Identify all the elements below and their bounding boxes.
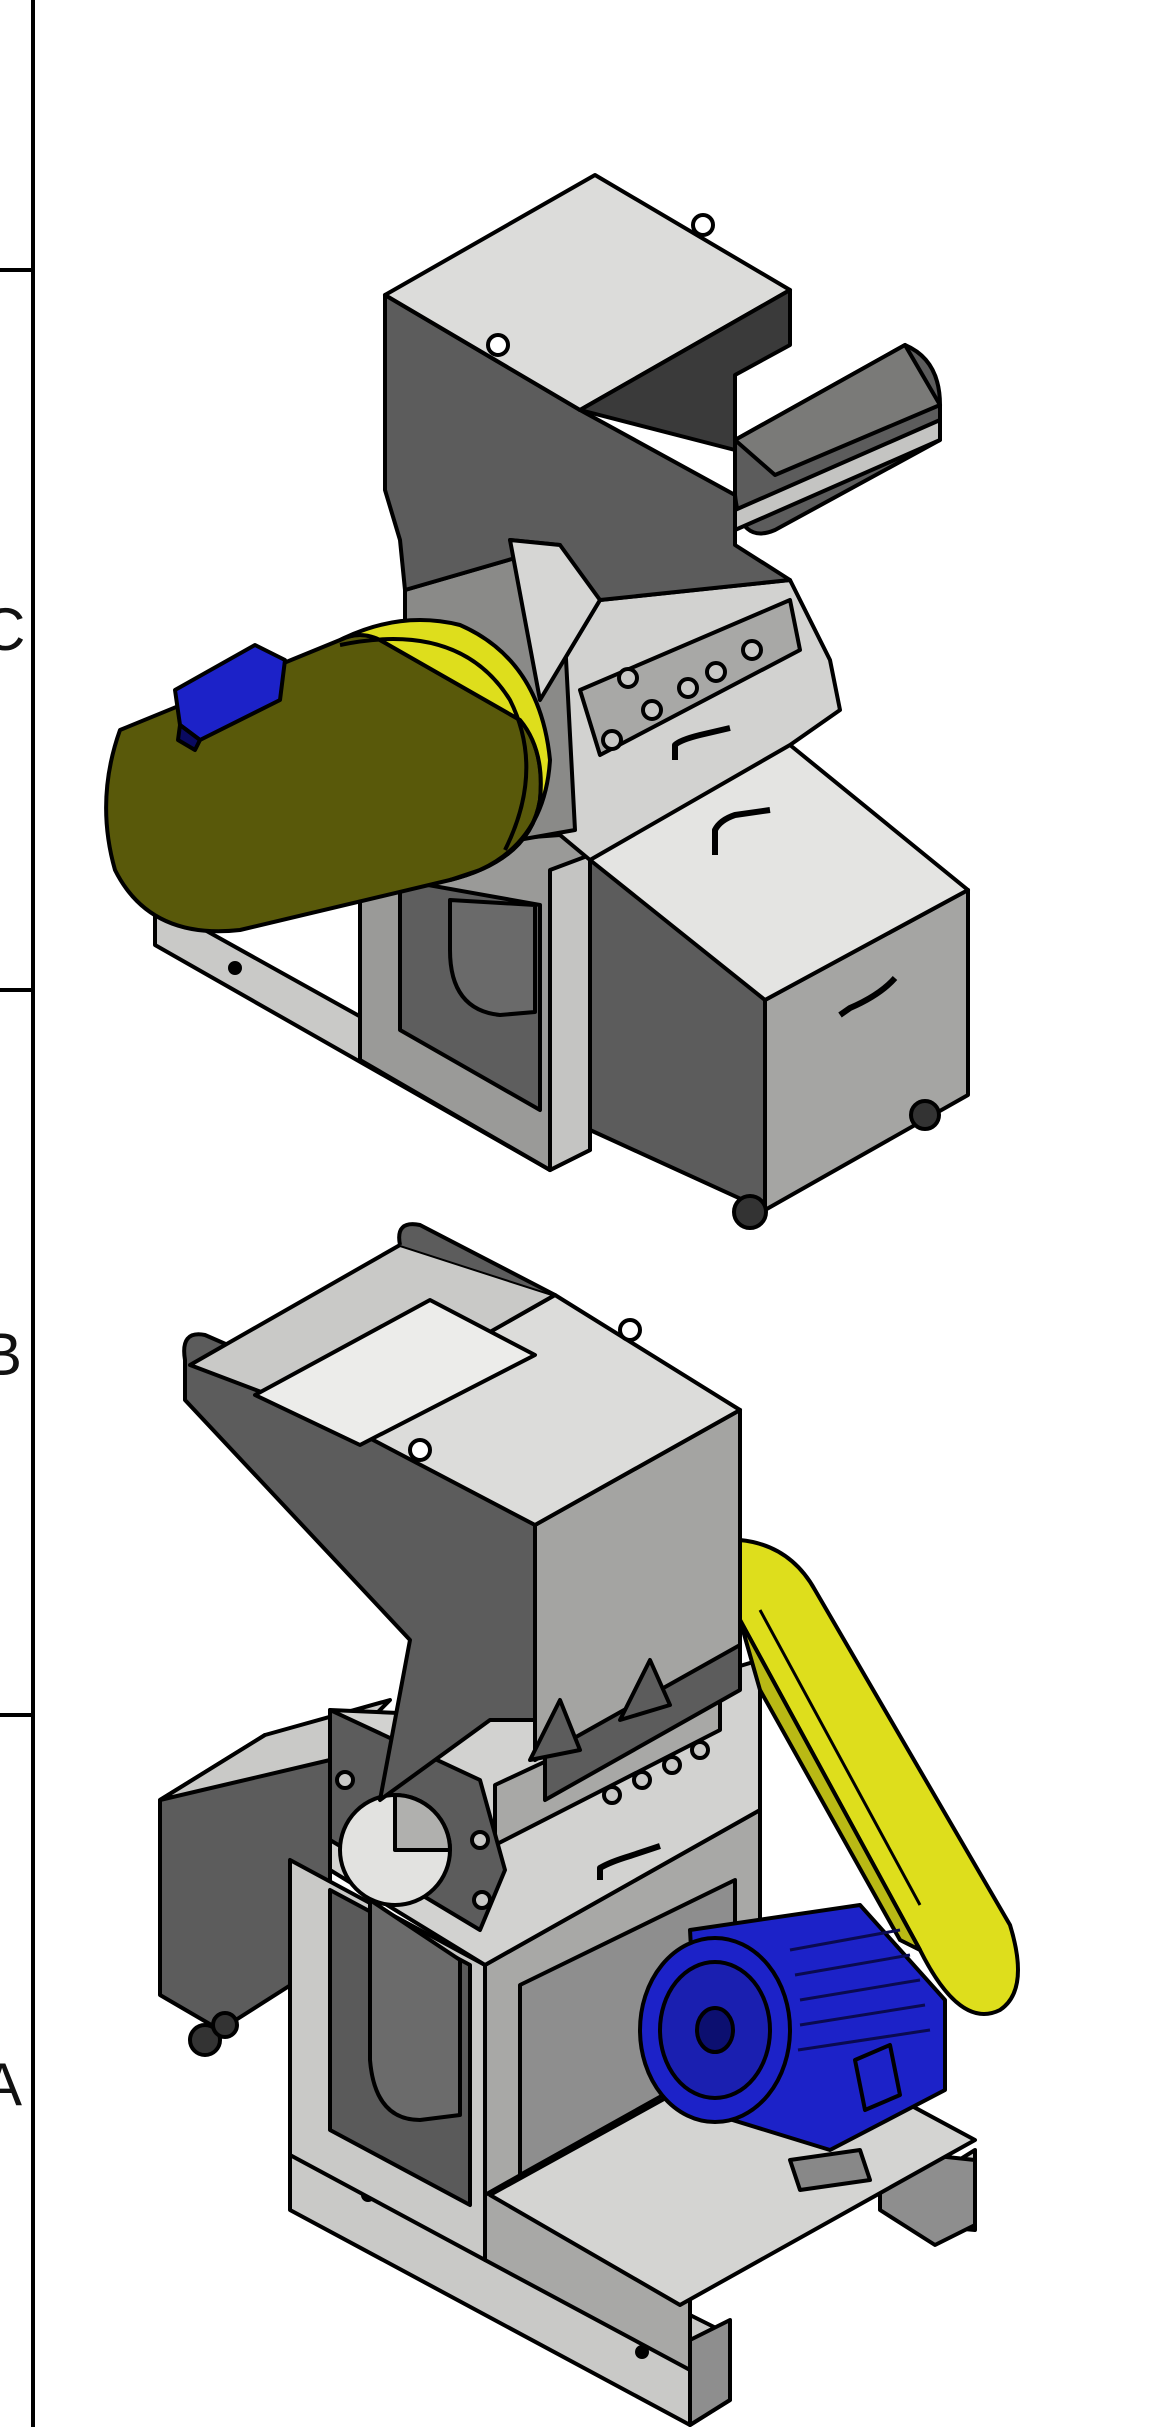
motor-cooling-fins — [789, 1928, 931, 2052]
sheet-border — [0, 0, 35, 2427]
motor-end — [173, 643, 287, 752]
drive-motor — [638, 1903, 947, 2192]
caster-wheels — [732, 1099, 941, 1230]
caster-wheels — [188, 2011, 239, 2057]
feed-hopper — [383, 173, 942, 702]
lower-cabinet — [358, 833, 592, 1172]
belt-guard[interactable] — [738, 1538, 1020, 2016]
zone-letter-b: B — [0, 1321, 22, 1388]
rear-isometric-view — [158, 1222, 1020, 2427]
zone-letter-a: A — [0, 2051, 22, 2118]
collection-bin — [588, 743, 970, 1212]
zone-letter-c: C — [0, 596, 25, 663]
feed-hopper — [182, 1222, 742, 1802]
front-isometric-view — [104, 173, 970, 1230]
